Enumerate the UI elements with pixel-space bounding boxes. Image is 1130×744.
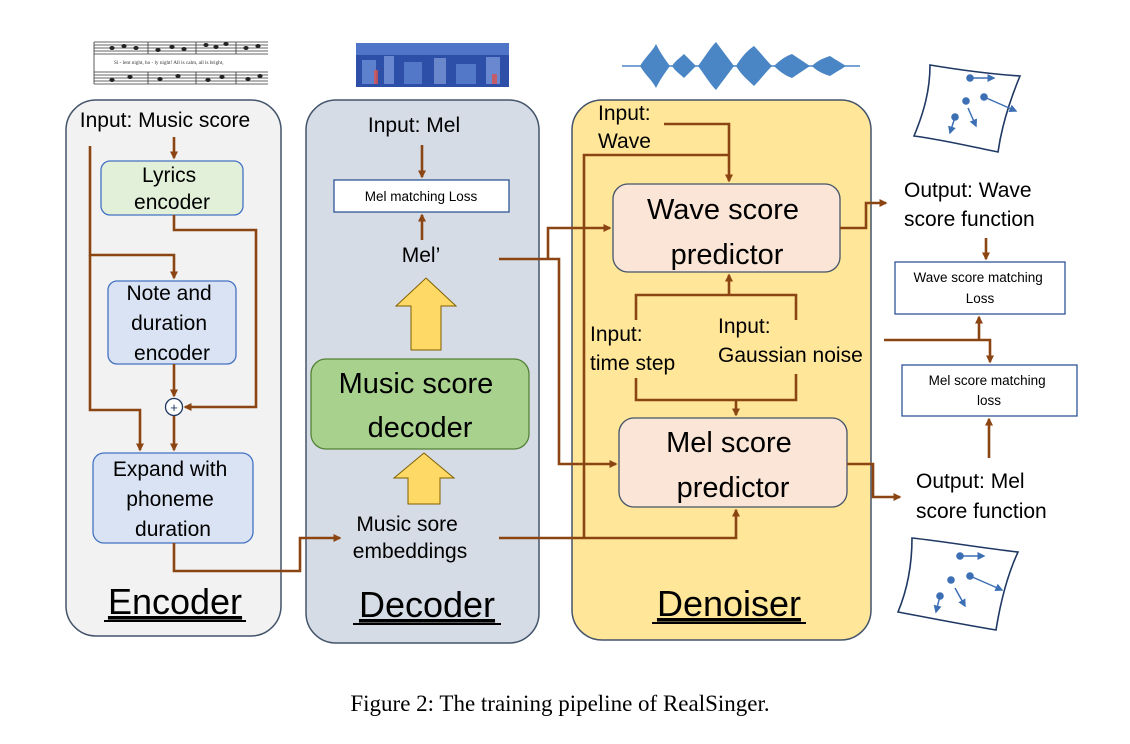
decoder-section-title: Decoder <box>359 584 495 625</box>
sheet-music-image: Si - lent night, ho - ly night! All is c… <box>93 41 268 85</box>
expand-duration-label: Expand with phoneme duration <box>113 458 233 541</box>
input-wave-label: Input: Wave <box>598 102 656 153</box>
lyrics-encoder-label: Lyrics encoder <box>134 164 210 214</box>
mel-output-label: Output: Mel score function <box>916 470 1047 523</box>
mel-score-function-icon <box>896 537 1020 631</box>
mel-score-loss-label: Mel score matching loss <box>929 373 1050 408</box>
wave-score-function-icon <box>912 64 1022 153</box>
mel-matching-loss-label: Mel matching Loss <box>365 189 478 204</box>
spectrogram-image <box>356 43 509 87</box>
input-noise-label: Input: Gaussian noise <box>718 315 863 367</box>
mel-score-loss-box <box>901 364 1078 417</box>
wave-output-label: Output: Wave score function <box>904 179 1037 231</box>
lyrics-encoder-box <box>100 160 244 216</box>
wave-score-loss-box <box>894 261 1066 315</box>
music-score-decoder-label: Music score decoder <box>339 368 502 444</box>
mel-score-predictor-label: Mel score predictor <box>666 427 800 504</box>
decoder-input-label: Input: Mel <box>368 114 460 137</box>
note-duration-encoder-box <box>107 280 237 365</box>
sum-node <box>164 397 184 417</box>
block-arrow-up-upper <box>394 277 458 351</box>
wave-score-predictor-label: Wave score predictor <box>647 194 807 271</box>
wave-score-loss-label: Wave score matching Loss <box>913 270 1046 306</box>
mel-prime-label: Mel’ <box>402 244 441 267</box>
encoder-section-title: Encoder <box>108 581 242 622</box>
waveform-image <box>622 42 860 90</box>
music-score-decoder-box <box>310 358 530 450</box>
encoder-input-label: Input: Music score <box>80 109 250 132</box>
note-duration-encoder-label: Note and duration encoder <box>126 282 217 365</box>
mel-matching-loss-box <box>333 179 510 213</box>
sum-symbol: + <box>170 400 178 415</box>
input-time-step-label: Input: time step <box>590 323 675 375</box>
figure-caption: Figure 2: The training pipeline of RealS… <box>350 691 769 716</box>
denoiser-section-title: Denoiser <box>657 583 801 624</box>
embeddings-label: Music sore embeddings <box>353 513 467 563</box>
block-arrow-up-lower <box>392 452 456 505</box>
mel-score-predictor-box <box>618 417 848 508</box>
sheet-music-lyrics: Si - lent night, ho - ly night! All is c… <box>114 60 224 66</box>
